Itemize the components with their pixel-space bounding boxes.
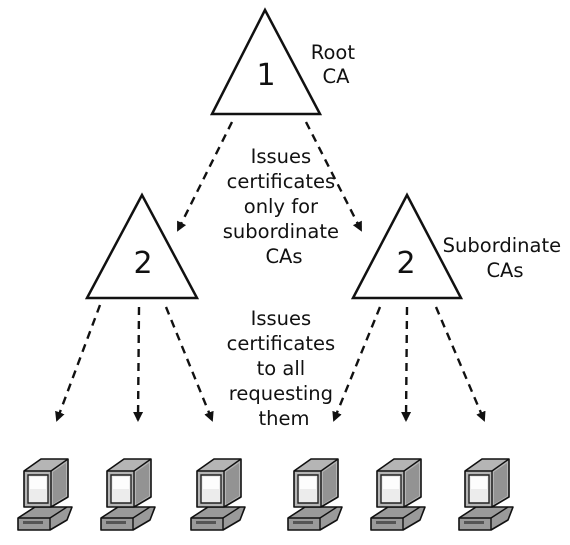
left-to-pc3-arrow xyxy=(164,306,214,422)
right-to-pc4-arrow xyxy=(332,306,382,422)
right-to-pc6-arrow xyxy=(434,306,486,422)
subordinate-cas-label: Subordinate CAs xyxy=(443,234,568,282)
root-ca-triangle xyxy=(209,7,323,116)
root-issues-note: Issues certificates only for subordinate… xyxy=(223,145,345,268)
client-computer-icon-1 xyxy=(17,458,73,531)
subordinate-ca-triangle-left xyxy=(84,192,200,300)
subordinate-ca-number-right: 2 xyxy=(396,246,415,281)
root-to-left-arrow xyxy=(176,121,234,232)
right-to-pc5-arrow xyxy=(401,306,412,422)
subordinate-ca-triangle-right xyxy=(350,192,464,300)
client-computer-icon-2 xyxy=(100,458,156,531)
root-ca-number: 1 xyxy=(256,58,275,93)
root-ca-label: Root CA xyxy=(311,41,361,88)
client-computer-icon-6 xyxy=(458,458,514,531)
client-computer-icon-5 xyxy=(370,458,426,531)
client-computer-icon-4 xyxy=(287,458,343,531)
subordinate-issues-note: Issues certificates to all requesting th… xyxy=(227,307,342,430)
left-to-pc1-arrow xyxy=(55,304,102,422)
client-computer-icon-3 xyxy=(190,458,246,531)
left-to-pc2-arrow xyxy=(133,306,144,422)
subordinate-ca-number-left: 2 xyxy=(133,246,152,281)
root-to-right-arrow xyxy=(304,121,363,232)
